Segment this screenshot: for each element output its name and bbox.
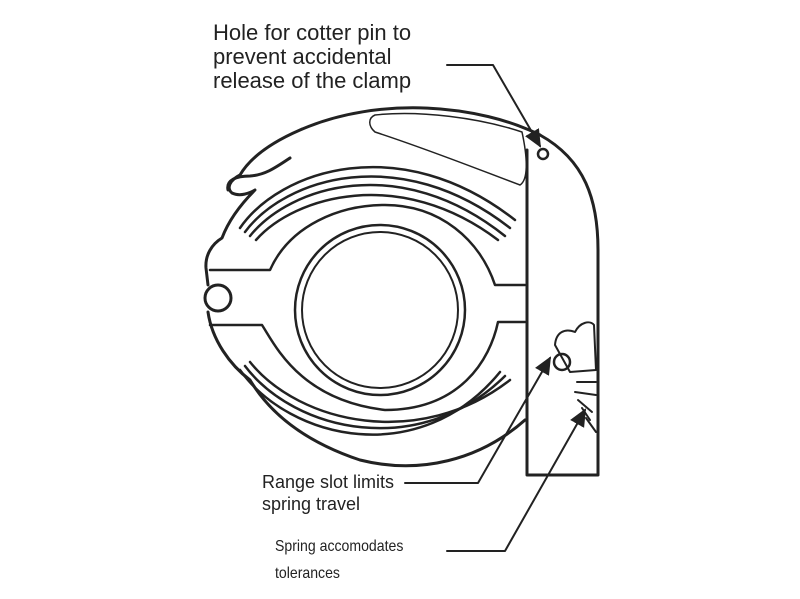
hinge-pin [203, 283, 233, 313]
range-slot-label-line-2: spring travel [262, 494, 361, 514]
spring-pin [552, 352, 572, 372]
cotter-pin-label-line-1: Hole for cotter pin to [213, 20, 412, 45]
spring-label-line-1: Spring accomodates [275, 538, 404, 555]
spring-label-line-2: tolerances [275, 565, 340, 582]
clamp-window [369, 112, 527, 186]
spring-leader [446, 408, 586, 552]
clamp-tab [226, 156, 292, 192]
bore-outer [293, 223, 467, 397]
groove-lower-3 [248, 360, 512, 423]
inner-ring-outline [208, 203, 527, 287]
groove-upper-1 [238, 165, 517, 230]
clamp-outer-outline [204, 106, 542, 287]
range-slot-label-line-1: Range slot limits [262, 472, 395, 492]
cotter-pin-label-line-2: prevent accidental [213, 44, 392, 69]
groove-upper-2 [243, 175, 512, 234]
inner-ring-lower [208, 320, 527, 412]
spring [574, 381, 597, 433]
bore-inner [301, 231, 459, 389]
range-slot [554, 321, 597, 373]
groove-lower-1 [238, 368, 502, 436]
clamp-lower-outline [206, 310, 527, 468]
cotter-pin-hole [536, 147, 550, 161]
groove-upper-3 [248, 183, 507, 238]
latch-body [525, 133, 600, 477]
cotter-pin-label-line-3: release of the clamp [213, 68, 412, 93]
groove-upper-4 [254, 193, 500, 242]
range-slot-leader [404, 356, 551, 484]
cotter-pin-leader [446, 64, 542, 148]
